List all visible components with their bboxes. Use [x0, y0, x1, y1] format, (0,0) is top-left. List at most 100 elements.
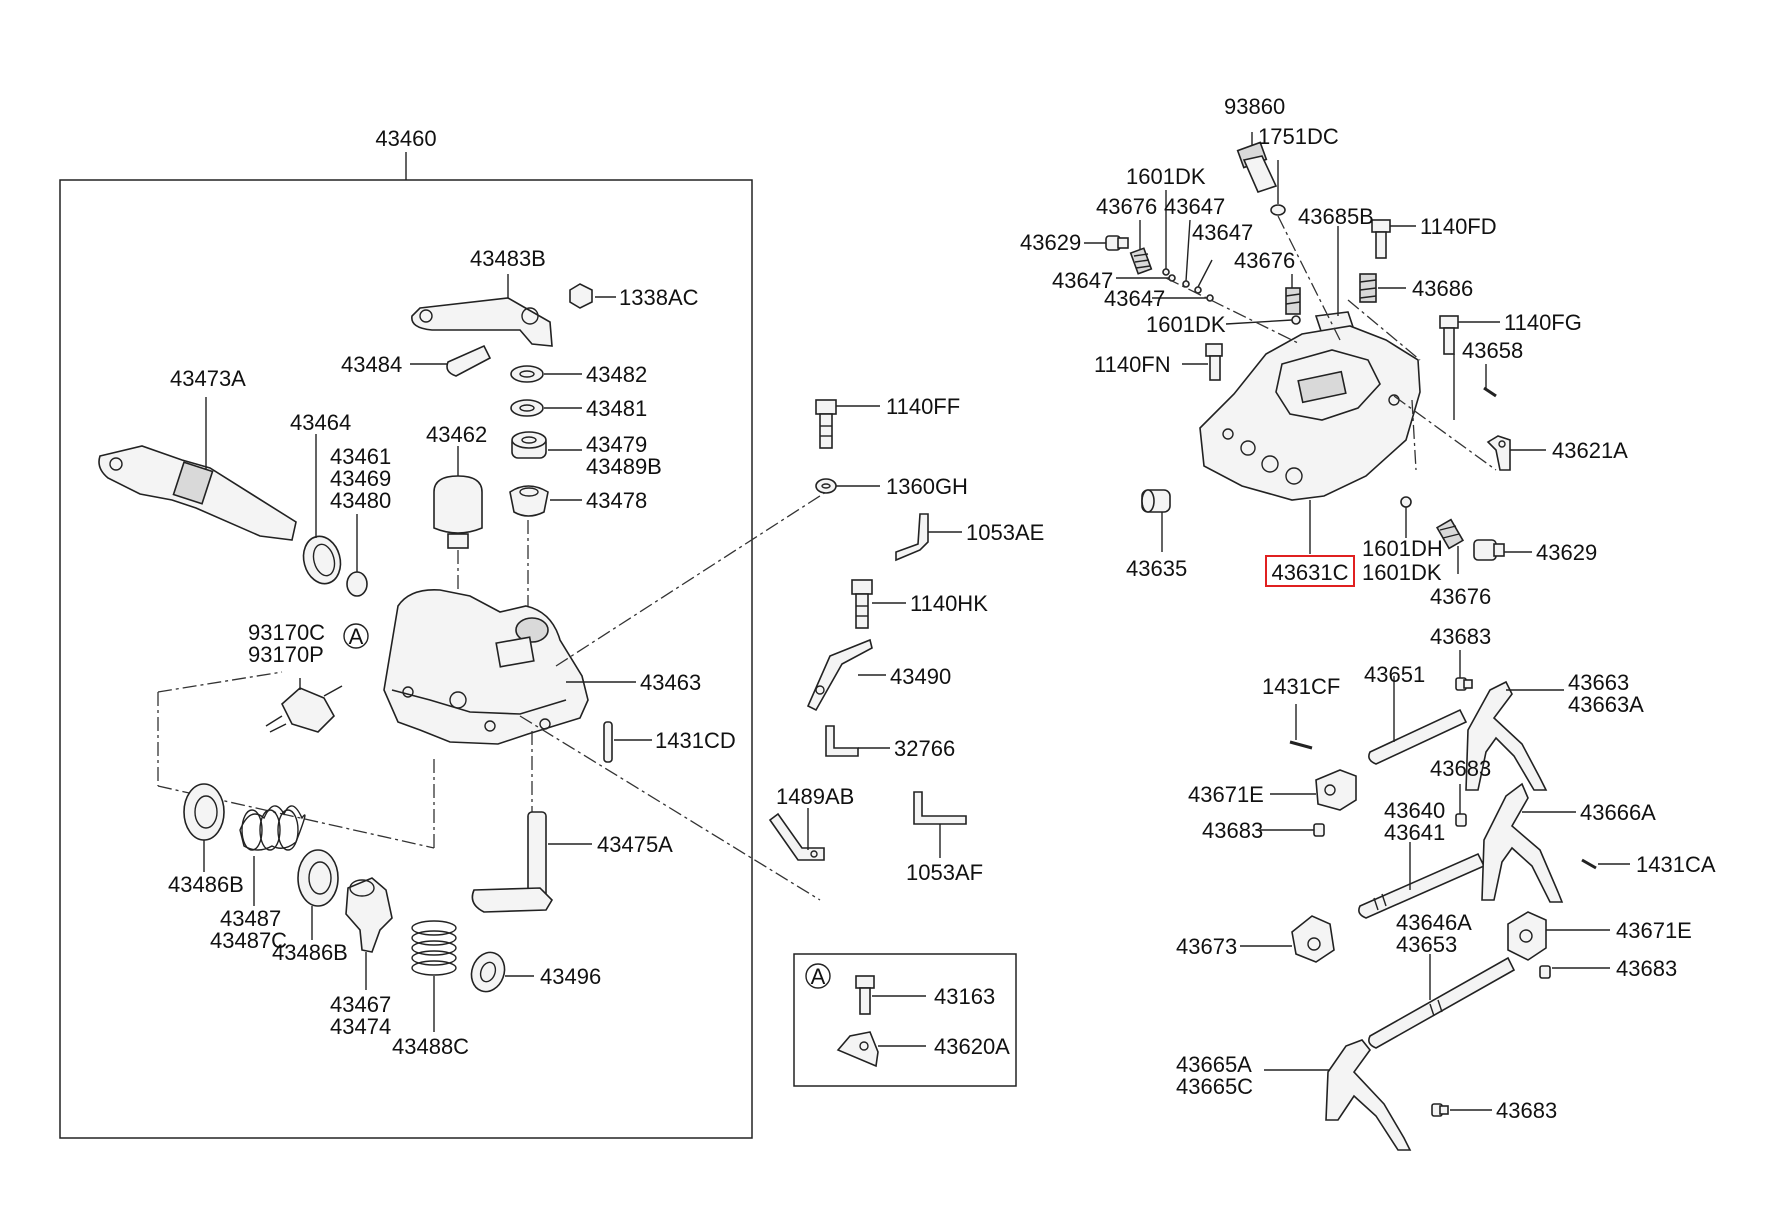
label-43482: 43482 — [586, 362, 647, 387]
label-1338AC: 1338AC — [619, 285, 699, 310]
part-43651-rod — [1368, 708, 1468, 765]
label-43462: 43462 — [426, 422, 487, 447]
part-43635-plug — [1141, 489, 1171, 513]
part-43658-pin — [1483, 386, 1497, 398]
part-1431CA-pin — [1581, 858, 1597, 870]
part-1431CF-pin — [1289, 740, 1313, 750]
label-43479: 43479 — [586, 432, 647, 457]
label-1140FF: 1140FF — [886, 394, 960, 419]
label-43671E-b: 43671E — [1616, 918, 1692, 943]
label-1489AB: 1489AB — [776, 784, 854, 809]
label-43460: 43460 — [375, 126, 436, 151]
part-1601DH-ball — [1400, 496, 1412, 508]
label-1140FG: 1140FG — [1504, 310, 1582, 335]
part-43482-washer — [510, 365, 544, 383]
label-43663: 43663 — [1568, 670, 1629, 695]
label-1140HK: 1140HK — [910, 591, 988, 616]
part-1053AF-bracket — [913, 791, 967, 825]
label-43666A: 43666A — [1580, 800, 1656, 825]
part-43483B-lever — [411, 297, 553, 347]
part-43676-spring-c — [1435, 518, 1465, 550]
label-1601DK-c: 1601DK — [1362, 560, 1442, 585]
label-43647-d: 43647 — [1104, 286, 1165, 311]
part-43488C-spring — [411, 920, 457, 976]
part-43673-block — [1291, 915, 1335, 963]
part-43683-bolt-c — [1313, 823, 1325, 837]
ref-marker-a-text: A — [349, 624, 364, 649]
label-43463: 43463 — [640, 670, 701, 695]
label-43653: 43653 — [1396, 932, 1457, 957]
label-1053AF: 1053AF — [906, 860, 983, 885]
label-43483B: 43483B — [470, 246, 546, 271]
label-43629-a: 43629 — [1020, 230, 1081, 255]
part-1489AB-bracket — [768, 812, 825, 861]
part-43163-bolt — [855, 975, 875, 1015]
part-1140HK-bolt — [851, 579, 873, 629]
part-1338AC-nut — [569, 283, 593, 309]
label-43671E-a: 43671E — [1188, 782, 1264, 807]
part-43463-housing — [383, 589, 589, 745]
label-43651: 43651 — [1364, 662, 1425, 687]
label-43640: 43640 — [1384, 798, 1445, 823]
part-43686-spring — [1359, 273, 1377, 303]
part-43631C-cover — [1199, 325, 1421, 501]
part-43683-bolt-a — [1455, 677, 1473, 691]
part-43640-rod — [1358, 852, 1486, 919]
label-43683-a: 43683 — [1430, 624, 1491, 649]
label-43676-b: 43676 — [1234, 248, 1295, 273]
label-43487: 43487 — [220, 906, 281, 931]
label-43467: 43467 — [330, 992, 391, 1017]
part-43666A-fork — [1481, 782, 1564, 903]
part-43683-bolt-e — [1431, 1103, 1449, 1117]
part-43486B-seal-b — [297, 849, 339, 907]
part-1601DK-ball-a — [1162, 268, 1170, 276]
label-43658: 43658 — [1462, 338, 1523, 363]
label-43685B: 43685B — [1298, 204, 1374, 229]
label-43478: 43478 — [586, 488, 647, 513]
part-43676-spring-b — [1285, 287, 1301, 315]
label-43635: 43635 — [1126, 556, 1187, 581]
label-43683-d: 43683 — [1616, 956, 1677, 981]
part-1140FG-bolt — [1439, 315, 1459, 355]
part-43629-plug-a — [1105, 235, 1129, 251]
part-43620A-plate — [836, 1031, 879, 1068]
label-93170C: 93170C — [248, 620, 325, 645]
label-93860: 93860 — [1224, 94, 1285, 119]
part-1431CD-pin — [603, 721, 613, 763]
part-1360GH-washer — [815, 478, 837, 494]
label-43496: 43496 — [540, 964, 601, 989]
label-43461: 43461 — [330, 444, 391, 469]
label-43686: 43686 — [1412, 276, 1473, 301]
label-43464: 43464 — [290, 410, 351, 435]
part-43478-bushing — [509, 485, 549, 517]
label-43683-e: 43683 — [1496, 1098, 1557, 1123]
part-43490-bracket — [806, 638, 873, 712]
label-93170P: 93170P — [248, 642, 324, 667]
label-1360GH: 1360GH — [886, 474, 968, 499]
part-43464-ring — [302, 535, 342, 585]
label-32766: 32766 — [894, 736, 955, 761]
part-43653-rod — [1368, 956, 1516, 1049]
label-43475A: 43475A — [597, 832, 673, 857]
label-43489B: 43489B — [586, 454, 662, 479]
part-43484-pin — [446, 344, 492, 377]
part-43496-washer — [470, 951, 506, 993]
part-43629-plug-b — [1473, 539, 1505, 561]
label-43647-b: 43647 — [1192, 220, 1253, 245]
label-43631C: 43631C — [1271, 560, 1348, 585]
part-32766-clip — [825, 725, 859, 757]
part-43475A-shaft — [471, 811, 554, 913]
label-43486B-a: 43486B — [168, 872, 244, 897]
label-43469: 43469 — [330, 466, 391, 491]
label-43683-b: 43683 — [1430, 756, 1491, 781]
label-1601DK-a: 1601DK — [1126, 164, 1206, 189]
label-43480: 43480 — [330, 488, 391, 513]
label-1140FN: 1140FN — [1094, 352, 1171, 377]
label-1431CF: 1431CF — [1262, 674, 1340, 699]
part-93170C-switch — [265, 685, 343, 733]
label-43673: 43673 — [1176, 934, 1237, 959]
part-43487-spring — [239, 805, 306, 851]
label-43647-c: 43647 — [1052, 268, 1113, 293]
part-43671E-block-a — [1315, 769, 1357, 811]
part-43461-oring — [346, 571, 368, 597]
